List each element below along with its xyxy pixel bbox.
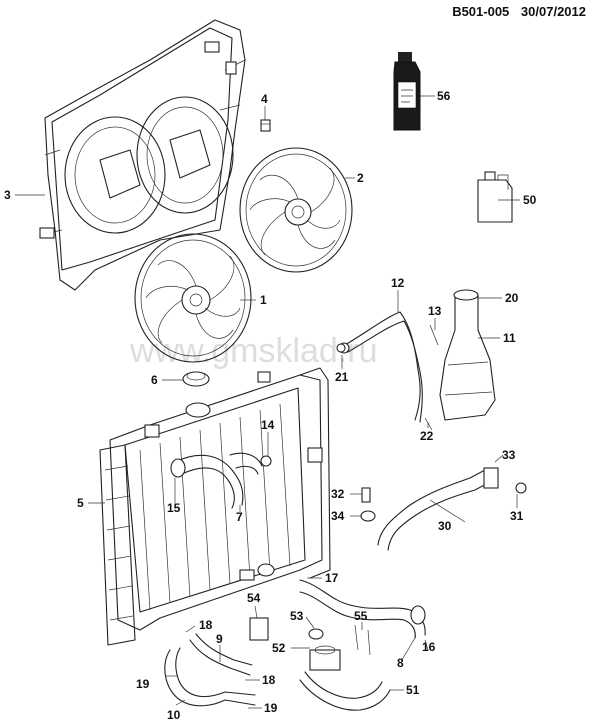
diagram-date: 30/07/2012 — [520, 4, 586, 19]
callout-16: 16 — [422, 640, 436, 654]
radiator — [99, 367, 331, 646]
expansion-tank — [439, 289, 496, 421]
callout-11: 11 — [503, 331, 516, 345]
callout-55: 55 — [354, 609, 368, 623]
coolant-bottle — [393, 52, 421, 131]
callout-1: 1 — [260, 293, 267, 307]
lower-hose — [299, 579, 426, 639]
callout-15: 15 — [167, 501, 181, 515]
callout-14: 14 — [261, 418, 275, 432]
callout-labels: 1 2 3 4 5 6 7 8 9 10 11 12 13 14 15 16 1… — [4, 89, 537, 721]
callout-4: 4 — [261, 92, 268, 106]
callout-54: 54 — [247, 591, 261, 605]
callout-33: 33 — [502, 448, 516, 462]
diagram-code: B501-005 — [452, 4, 510, 19]
callout-22: 22 — [420, 429, 434, 443]
callout-2: 2 — [357, 171, 364, 185]
callout-34: 34 — [331, 509, 345, 523]
bypass-hose — [377, 467, 527, 551]
bolt-4 — [260, 119, 271, 132]
vent-hose — [338, 311, 433, 431]
callout-3: 3 — [4, 188, 11, 202]
upper-hose — [170, 452, 272, 509]
callout-20: 20 — [505, 291, 519, 305]
fan-shroud — [39, 19, 246, 291]
fan-lower — [134, 233, 252, 363]
callout-53: 53 — [290, 609, 304, 623]
callout-13: 13 — [428, 304, 442, 318]
callout-10: 10 — [167, 708, 181, 721]
callout-9: 9 — [216, 632, 223, 646]
radiator-cap — [182, 371, 211, 418]
callout-17: 17 — [325, 571, 339, 585]
callout-5: 5 — [77, 496, 84, 510]
callout-56: 56 — [437, 89, 451, 103]
callout-30: 30 — [438, 519, 452, 533]
callout-18b: 18 — [262, 673, 276, 687]
heater-hose — [164, 633, 256, 707]
small-hardware — [249, 324, 439, 656]
callout-52: 52 — [272, 641, 286, 655]
callout-7: 7 — [236, 510, 243, 524]
callout-31: 31 — [510, 509, 524, 523]
callout-50: 50 — [523, 193, 537, 207]
callout-12: 12 — [391, 276, 405, 290]
return-hose — [299, 628, 391, 711]
diagram-header: B501-005 30/07/2012 — [452, 4, 586, 19]
fluid-canister — [477, 171, 513, 223]
fan-upper — [239, 147, 353, 273]
callout-21: 21 — [335, 370, 349, 384]
callout-18a: 18 — [199, 618, 213, 632]
callout-51: 51 — [406, 683, 420, 697]
callout-19b: 19 — [264, 701, 278, 715]
callout-32: 32 — [331, 487, 345, 501]
callout-8: 8 — [397, 656, 404, 670]
callout-19a: 19 — [136, 677, 150, 691]
callout-6: 6 — [151, 373, 158, 387]
watermark: www.gmsklad.ru — [129, 332, 378, 370]
leader-lines — [15, 95, 520, 709]
